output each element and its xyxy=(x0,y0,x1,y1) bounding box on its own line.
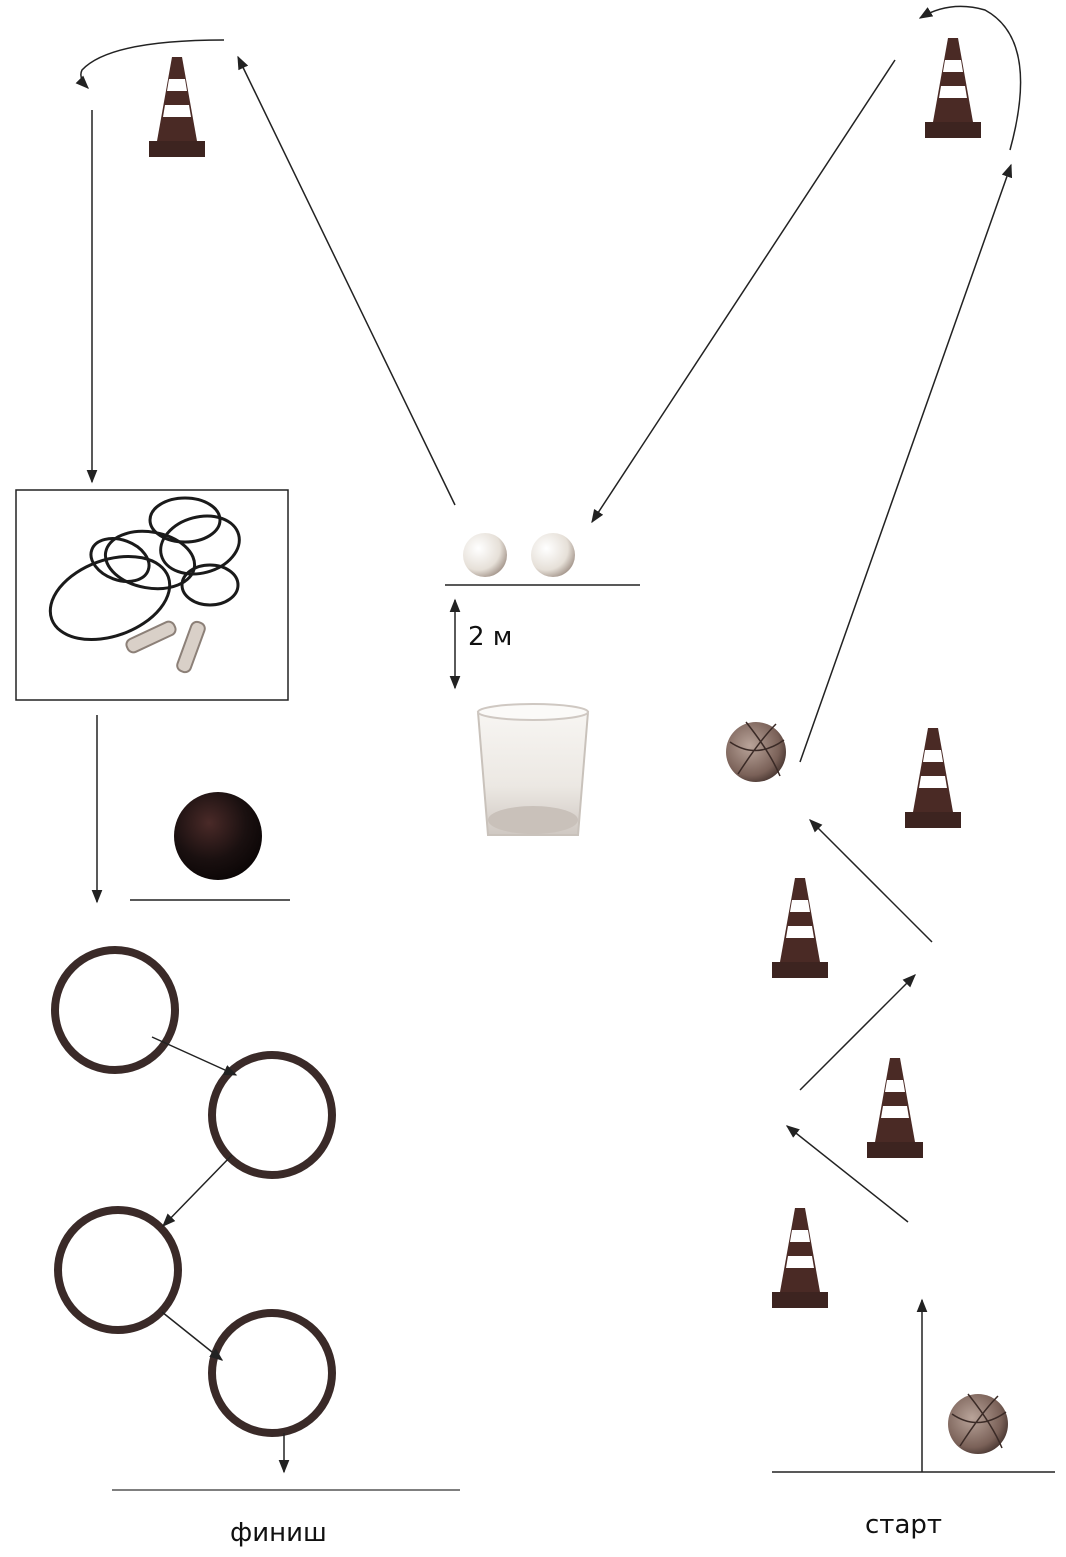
path-arrow xyxy=(151,1036,238,1076)
path-arrow xyxy=(799,974,916,1091)
path-arrow xyxy=(785,1125,909,1223)
jump-rope-icon xyxy=(48,496,241,674)
hoop-ring-icon xyxy=(54,1206,182,1334)
path-arrow xyxy=(809,819,933,943)
path-arrow xyxy=(75,39,225,89)
path-arrow xyxy=(237,55,456,506)
traffic-cone-icon xyxy=(772,878,828,978)
medicine-ball-icon xyxy=(174,792,262,880)
cup-icon xyxy=(476,703,590,836)
hoop-ring-icon xyxy=(208,1309,336,1437)
jump-rope-box xyxy=(15,489,289,701)
hoop-ring-icon xyxy=(208,1051,336,1179)
basketball-icon xyxy=(726,721,786,782)
ping-pong-ball-icon xyxy=(531,533,575,577)
traffic-cone-icon xyxy=(905,728,961,828)
path-arrow xyxy=(799,163,1013,763)
hoop-ring-icon xyxy=(51,946,179,1074)
traffic-cone-icon xyxy=(149,57,205,157)
start-label: старт xyxy=(865,1510,943,1540)
ping-pong-ball-icon xyxy=(463,533,507,577)
path-arrow xyxy=(591,59,896,524)
path-arrow xyxy=(918,5,1022,151)
basketball-icon xyxy=(948,1393,1008,1454)
path-arrow xyxy=(161,1311,224,1361)
distance-label: 2 м xyxy=(468,622,513,652)
finish-label: финиш xyxy=(230,1518,327,1548)
traffic-cone-icon xyxy=(867,1058,923,1158)
traffic-cone-icon xyxy=(772,1208,828,1308)
path-arrow xyxy=(162,1154,233,1227)
traffic-cone-icon xyxy=(925,38,981,138)
